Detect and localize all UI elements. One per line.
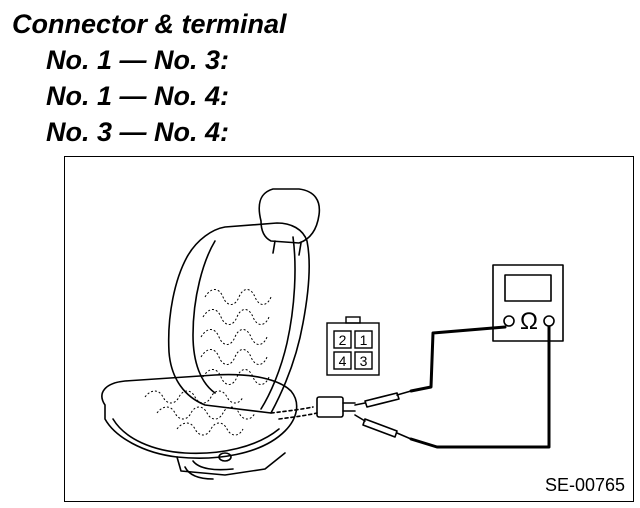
pin-label-3: 3 [360, 353, 368, 369]
check-item-1-3: No. 1 — No. 3: [46, 45, 230, 75]
heater-element-pattern [144, 289, 272, 436]
headrest [258, 188, 321, 244]
ohm-symbol: Ω [520, 308, 538, 335]
wiring-illustration: 2 1 4 3 Ω [101, 188, 564, 480]
seat-harness-connector [316, 396, 344, 418]
meter-terminal-right [543, 315, 555, 327]
figure-frame: 2 1 4 3 Ω SE-00765 [64, 156, 634, 502]
figure-id: SE-00765 [544, 475, 625, 495]
pin-label-1: 1 [360, 332, 368, 348]
ohmmeter [492, 264, 564, 342]
pin-label-4: 4 [339, 353, 347, 369]
seat-back [167, 222, 310, 414]
check-item-1-4: No. 1 — No. 4: [46, 81, 230, 111]
probe-2 [362, 418, 398, 438]
lead-wire-2 [409, 325, 551, 449]
section-heading: Connector & terminal [12, 9, 287, 39]
meter-display [504, 274, 552, 302]
connector-pin-diagram [326, 316, 380, 376]
meter-terminal-left [503, 315, 515, 327]
probe-1 [364, 392, 400, 408]
lead-wire-1 [409, 325, 507, 393]
check-item-3-4: No. 3 — No. 4: [46, 117, 230, 147]
pin-label-2: 2 [339, 332, 347, 348]
seat-cushion [101, 373, 298, 459]
